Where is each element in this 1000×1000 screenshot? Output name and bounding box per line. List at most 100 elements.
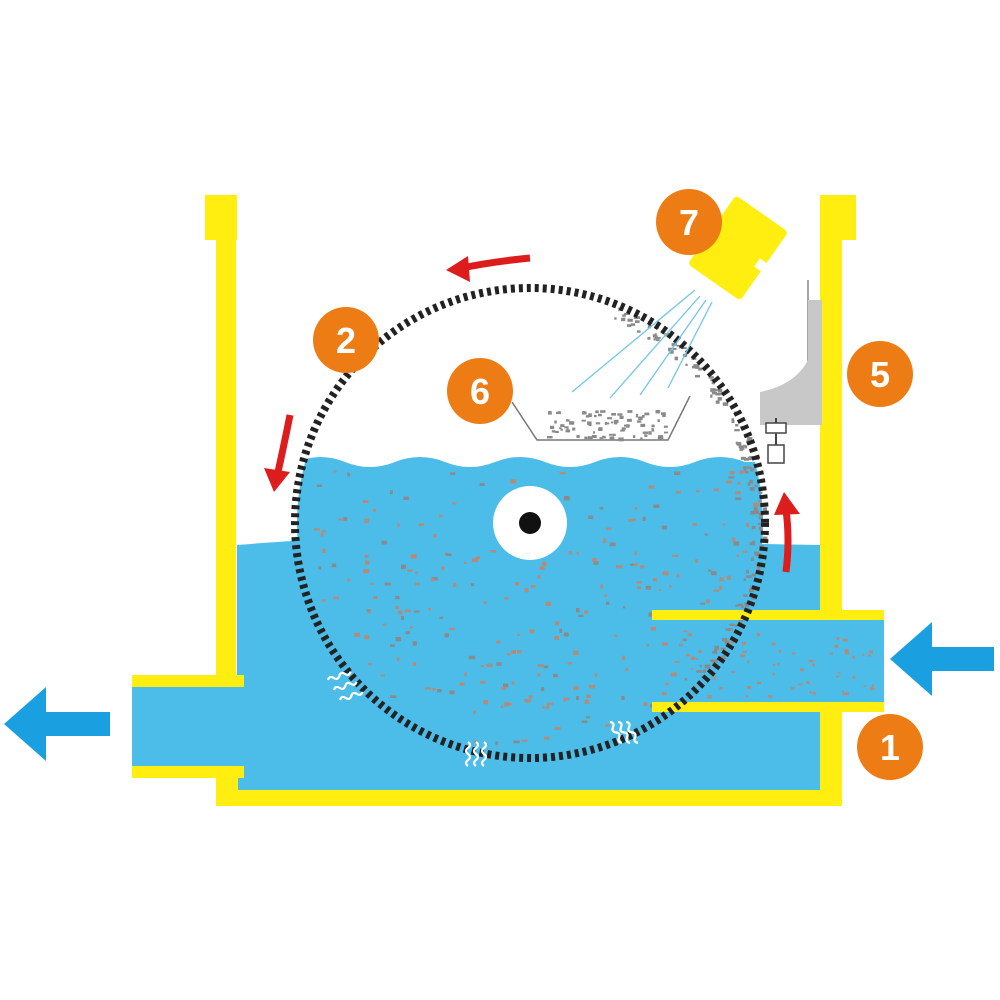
particle	[598, 427, 603, 431]
particle	[778, 649, 782, 653]
particle	[734, 429, 740, 432]
particle	[363, 500, 369, 503]
particle	[541, 706, 546, 709]
particle	[758, 516, 763, 520]
inflow-arrow-icon	[890, 622, 994, 696]
particle	[390, 490, 393, 495]
particle	[511, 650, 516, 654]
particle	[842, 638, 848, 642]
particle	[759, 528, 763, 531]
particle	[710, 388, 716, 392]
particle	[524, 588, 529, 593]
particle	[635, 316, 640, 319]
particle	[627, 418, 632, 422]
particle	[439, 616, 444, 620]
particle	[652, 578, 658, 582]
particle	[751, 557, 754, 561]
particle	[729, 623, 735, 626]
particle	[743, 594, 748, 597]
particle	[657, 419, 660, 422]
particle	[592, 431, 596, 434]
particle	[711, 381, 715, 385]
particle	[321, 599, 326, 602]
particle	[676, 573, 680, 578]
particle	[496, 662, 502, 666]
particle	[715, 392, 721, 396]
particle	[483, 601, 487, 604]
particle	[554, 420, 557, 424]
particle	[604, 594, 608, 597]
particle	[655, 336, 661, 339]
particle	[627, 410, 633, 413]
particle	[584, 699, 589, 704]
particle	[367, 610, 371, 614]
particle	[486, 663, 493, 667]
particle	[754, 551, 759, 555]
particle	[318, 566, 322, 570]
particle	[745, 445, 748, 449]
particle	[682, 638, 687, 642]
particle	[594, 673, 598, 678]
particle	[735, 424, 739, 427]
particle	[745, 471, 749, 474]
particle	[631, 518, 636, 521]
particle	[621, 317, 626, 322]
particle	[407, 569, 413, 572]
particle	[549, 425, 555, 430]
particle	[365, 560, 370, 565]
particle	[449, 690, 455, 695]
particle	[566, 428, 569, 431]
particle	[418, 523, 425, 526]
particle	[621, 695, 625, 700]
particle	[662, 414, 666, 418]
particle	[698, 367, 703, 371]
particle	[844, 651, 850, 655]
particle	[410, 554, 415, 559]
particle	[554, 727, 561, 730]
particle	[598, 413, 602, 417]
callout-badge-5: 5	[847, 341, 913, 407]
particle	[758, 500, 762, 503]
backwash-mark	[609, 720, 623, 744]
particle	[602, 538, 607, 543]
particle	[871, 684, 874, 687]
particle	[740, 654, 745, 658]
particle	[347, 578, 350, 582]
particle	[747, 660, 749, 664]
particle	[759, 491, 763, 494]
particle	[661, 692, 667, 696]
particle	[613, 419, 619, 423]
particle	[674, 471, 681, 475]
particle	[617, 413, 623, 416]
particle	[869, 650, 873, 654]
particle	[595, 410, 599, 414]
backwash-mark	[332, 681, 358, 691]
particle	[471, 583, 475, 587]
particle	[513, 740, 520, 744]
particle	[710, 378, 714, 382]
particle	[633, 563, 638, 567]
particle	[563, 632, 569, 637]
particle	[638, 416, 643, 420]
particle	[555, 621, 559, 626]
particle	[687, 633, 693, 637]
particle	[685, 363, 688, 366]
inlet-particles	[664, 630, 875, 699]
particle	[600, 584, 603, 589]
particle	[705, 599, 710, 603]
particle	[834, 644, 838, 648]
particle	[698, 650, 702, 654]
particle	[809, 691, 812, 694]
particle	[750, 468, 754, 472]
particle	[658, 435, 664, 439]
particle	[373, 508, 377, 512]
particle	[702, 669, 706, 673]
particle	[758, 553, 762, 556]
particle	[686, 653, 690, 657]
particle	[763, 507, 767, 511]
particle	[812, 692, 816, 695]
particle	[664, 431, 669, 434]
particle	[441, 566, 445, 571]
particle	[712, 650, 718, 654]
